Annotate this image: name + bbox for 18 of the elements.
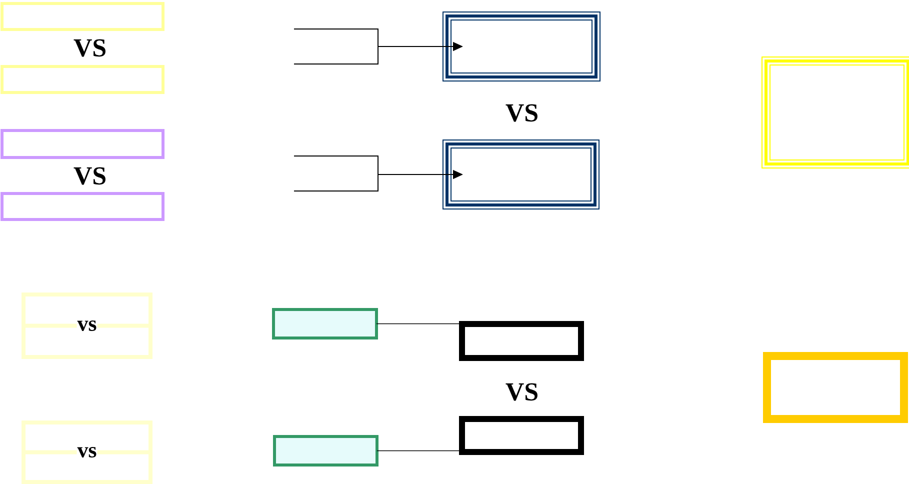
vs-label: VS <box>74 167 106 185</box>
match-box: vs <box>22 420 152 484</box>
vs-label: VS <box>506 383 538 401</box>
name-box <box>0 129 164 159</box>
name-box <box>0 65 164 94</box>
name-box <box>273 435 378 466</box>
match-box: vs <box>22 292 152 359</box>
name-box <box>0 2 164 31</box>
framed-box <box>442 12 600 82</box>
name-box <box>0 192 164 221</box>
framed-box <box>762 56 909 168</box>
winner-box <box>459 416 584 455</box>
framed-box <box>442 140 600 210</box>
winner-box <box>459 321 584 361</box>
champion-box <box>763 352 908 423</box>
name-box <box>272 308 378 340</box>
vs-label: VS <box>74 39 106 57</box>
vs-label: VS <box>506 104 538 122</box>
